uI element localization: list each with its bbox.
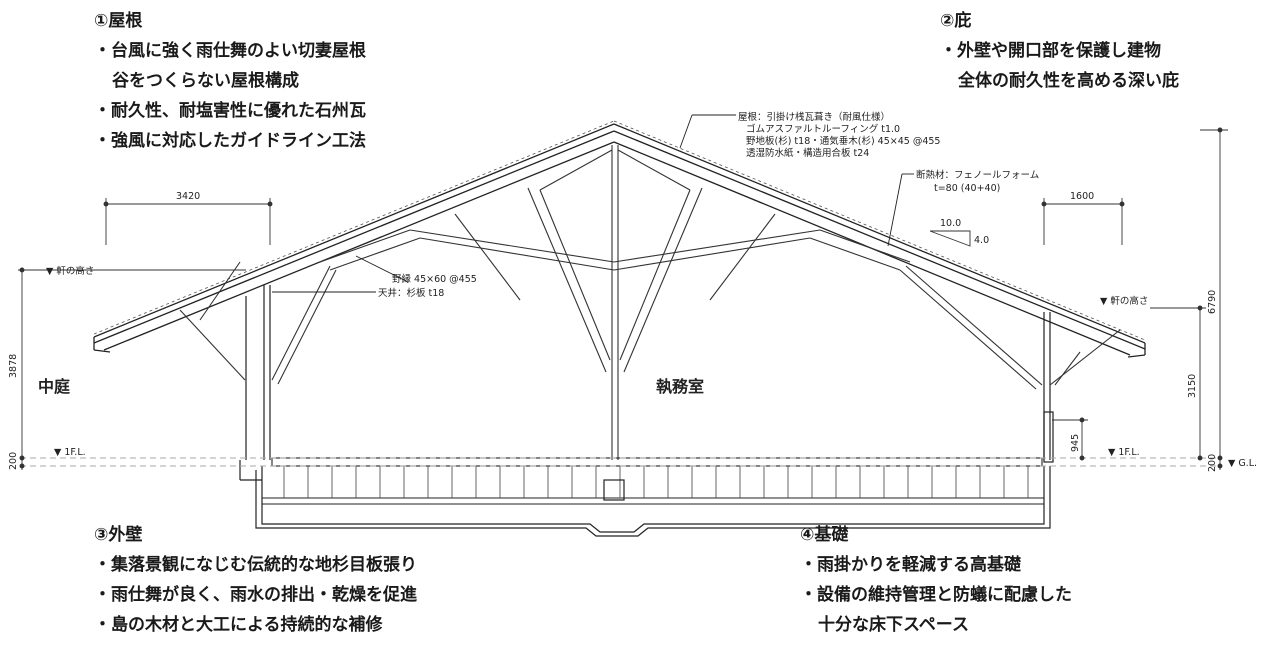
dim-total-height: 6790 (1207, 290, 1218, 314)
wall-title: ③外壁 (94, 525, 143, 545)
ceiling-note: 野縁 45×60 @455 天井：杉板 t18 (378, 273, 477, 299)
fl-left-label: ▼ 1F.L. (54, 447, 86, 458)
dim-pitch-rise: 4.0 (974, 235, 989, 246)
foundation (239, 460, 1051, 537)
roof-note-2: 谷をつくらない屋根構成 (112, 71, 299, 91)
insulation-line-1: 断熱材：フェノールフォーム (916, 169, 1039, 181)
dim-floor-left: 200 (8, 452, 19, 470)
dim-overhang-left: 3420 (176, 191, 200, 202)
roof-trusses (179, 145, 1121, 460)
roof-note-1: ・台風に強く雨仕舞のよい切妻屋根 (94, 41, 366, 61)
foundation-notes: ④基礎 ・雨掛かりを軽減する高基礎 ・設備の維持管理と防蟻に配慮した 十分な床下… (800, 520, 1072, 640)
eave-height-right-label: ▼ 軒の高さ (1100, 295, 1148, 307)
roof-spec-line-4: 透湿防水紙・構造用合板 t24 (746, 147, 869, 159)
ground-line (20, 457, 1220, 467)
insulation-line-2: t=80 (40+40) (934, 183, 1000, 194)
wall-note-1: ・集落景観になじむ伝統的な地杉目板張り (94, 555, 417, 575)
roof-note-3: ・耐久性、耐塩害性に優れた石州瓦 (94, 101, 366, 121)
roof-spec-line-2: ゴムアスファルトルーフィング t1.0 (746, 123, 900, 135)
dim-window-height: 945 (1070, 434, 1081, 452)
foundation-note-3: 十分な床下スペース (818, 615, 969, 635)
dim-eave-height-right: 3150 (1187, 374, 1198, 398)
foundation-note-2: ・設備の維持管理と防蟻に配慮した (800, 585, 1072, 605)
foundation-note-1: ・雨掛かりを軽減する高基礎 (800, 555, 1021, 575)
eaves-note-1: ・外壁や開口部を保護し建物 (940, 41, 1161, 61)
gl-label: ▼ G.L. (1228, 458, 1257, 469)
dim-eave-height-left: 3878 (8, 354, 19, 378)
floor-structure (262, 457, 1044, 505)
wall-note-3: ・島の木材と大工による持続的な補修 (94, 615, 383, 635)
roof-spec-note: 屋根：引掛け桟瓦葺き（耐風仕様） ゴムアスファルトルーフィング t1.0 野地板… (738, 111, 940, 159)
dimension-lines (18, 127, 1228, 470)
leader-lines (272, 114, 914, 293)
office-label: 執務室 (656, 377, 704, 396)
eaves-note-2: 全体の耐久性を高める深い庇 (958, 71, 1179, 91)
dim-floor-right: 200 (1207, 454, 1218, 472)
roof-tiles (93, 120, 1146, 341)
ceiling-line-2: 天井：杉板 t18 (378, 287, 444, 299)
dim-pitch-run: 10.0 (940, 218, 961, 229)
roof-title: ①屋根 (94, 11, 143, 31)
wall-note-2: ・雨仕舞が良く、雨水の排出・乾燥を促進 (94, 585, 417, 605)
exterior-walls (245, 285, 1054, 463)
ceiling-line-1: 野縁 45×60 @455 (392, 273, 477, 285)
eaves-notes: ②庇 ・外壁や開口部を保護し建物 全体の耐久性を高める深い庇 (940, 6, 1179, 96)
roof-notes: ①屋根 ・台風に強く雨仕舞のよい切妻屋根 谷をつくらない屋根構成 ・耐久性、耐塩… (94, 6, 366, 156)
fl-right-label: ▼ 1F.L. (1108, 447, 1140, 458)
courtyard-label: 中庭 (38, 377, 70, 396)
insulation-note: 断熱材：フェノールフォーム t=80 (40+40) (916, 169, 1039, 194)
roof-spec-line-3: 野地板(杉) t18・通気垂木(杉) 45×45 @455 (746, 135, 940, 147)
dim-overhang-right: 1600 (1070, 191, 1094, 202)
wall-notes: ③外壁 ・集落景観になじむ伝統的な地杉目板張り ・雨仕舞が良く、雨水の排出・乾燥… (94, 520, 417, 640)
floor-joists (283, 466, 1029, 498)
roof-spec-line-1: 屋根：引掛け桟瓦葺き（耐風仕様） (738, 111, 890, 123)
eaves-title: ②庇 (940, 11, 972, 31)
foundation-title: ④基礎 (800, 525, 849, 545)
roof-note-4: ・強風に対応したガイドライン工法 (94, 131, 366, 151)
eave-height-left-label: ▼ 軒の高さ (46, 265, 94, 277)
